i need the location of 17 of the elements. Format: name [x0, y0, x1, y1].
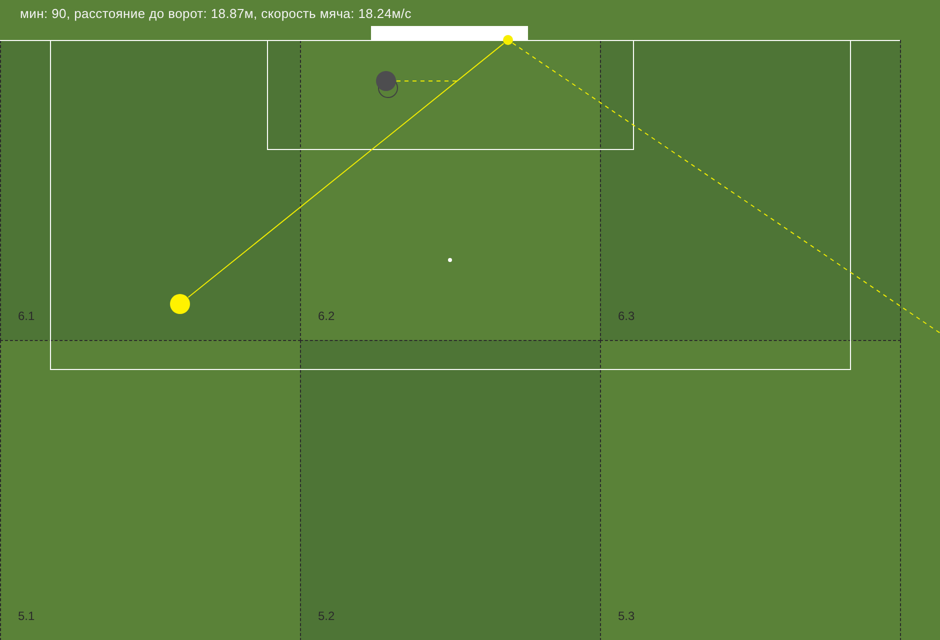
zone-label: 6.3	[618, 308, 635, 324]
zone-area	[0, 340, 301, 640]
trajectory-line	[188, 42, 504, 298]
zone-label: 5.1	[18, 608, 35, 624]
zone-area	[600, 340, 901, 640]
header-text: мин: 90, расстояние до ворот: 18.87м, скорость мяча: 18.24м/с	[20, 6, 412, 22]
ball-marker	[503, 35, 513, 45]
zone-area	[300, 340, 601, 640]
zone-area	[0, 40, 301, 341]
trajectory-line	[512, 42, 940, 334]
zone-label: 5.3	[618, 608, 635, 624]
zone-label: 5.2	[318, 608, 335, 624]
zone-label: 6.1	[18, 308, 35, 324]
zone-label: 6.2	[318, 308, 335, 324]
ball-marker	[170, 294, 190, 314]
zone-area	[600, 40, 901, 341]
player-marker	[376, 71, 399, 99]
